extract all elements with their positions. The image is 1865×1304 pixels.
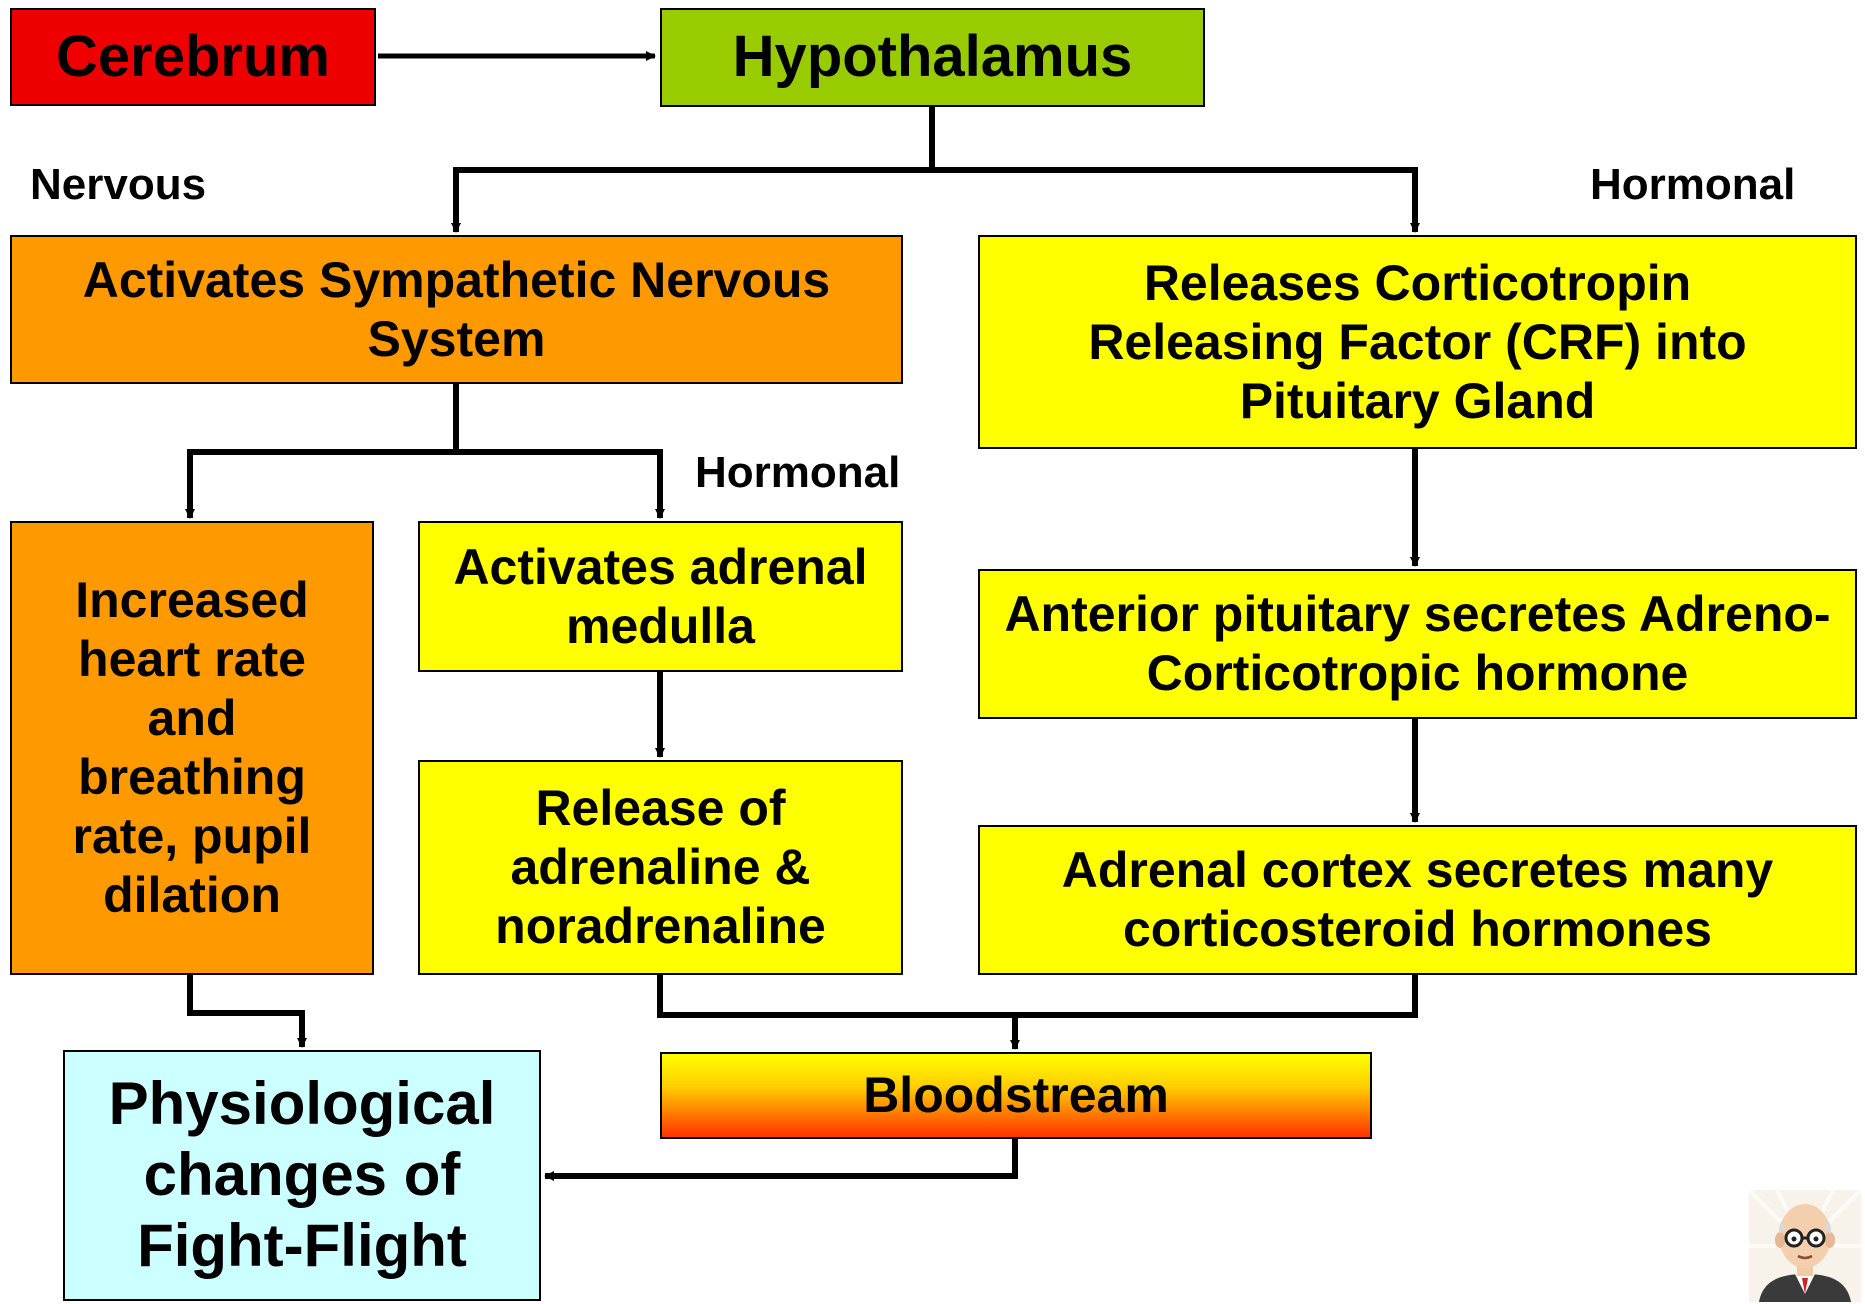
bloodstream-box: Bloodstream [660, 1052, 1372, 1139]
heart-rate-label: Increased heart rate and breathing rate,… [32, 571, 352, 925]
hormonal-label-middle: Hormonal [695, 448, 900, 498]
fight-flight-label: Physiological changes of Fight-Flight [75, 1069, 529, 1281]
nervous-label: Nervous [30, 160, 206, 210]
arrow-bloodstream-to-fight-flight [545, 1139, 1015, 1176]
adrenal-medulla-label: Activates adrenal medulla [436, 538, 885, 656]
arrow-to-adrenal-medulla [456, 452, 660, 518]
crf-box: Releases Corticotropin Releasing Factor … [978, 235, 1857, 449]
acth-label: Anterior pituitary secretes Adreno-Corti… [1000, 585, 1835, 703]
bloodstream-label: Bloodstream [863, 1066, 1169, 1125]
adrenaline-label: Release of adrenaline & noradrenaline [436, 779, 885, 956]
adrenaline-box: Release of adrenaline & noradrenaline [418, 760, 903, 975]
heart-rate-box: Increased heart rate and breathing rate,… [10, 521, 374, 975]
fight-flight-box: Physiological changes of Fight-Flight [63, 1050, 541, 1301]
cerebrum-label: Cerebrum [56, 23, 330, 91]
arrow-to-heart-rate [190, 452, 456, 518]
hormonal-label-right: Hormonal [1590, 160, 1795, 210]
hypothalamus-label: Hypothalamus [733, 23, 1133, 91]
crf-label: Releases Corticotropin Releasing Factor … [1020, 254, 1815, 431]
hypothalamus-box: Hypothalamus [660, 8, 1205, 107]
sympathetic-box: Activates Sympathetic Nervous System [10, 235, 903, 384]
arrow-heart-rate-to-fight-flight [190, 975, 302, 1047]
cerebrum-box: Cerebrum [10, 8, 376, 106]
adrenal-medulla-box: Activates adrenal medulla [418, 521, 903, 672]
line-cortex-to-junction [1015, 975, 1415, 1015]
acth-box: Anterior pituitary secretes Adreno-Corti… [978, 569, 1857, 719]
sympathetic-label: Activates Sympathetic Nervous System [42, 251, 871, 369]
arrow-to-sympathetic [456, 170, 932, 232]
cartoon-man-with-glasses-icon [1749, 1190, 1861, 1302]
arrow-to-crf [932, 170, 1415, 232]
adrenal-cortex-label: Adrenal cortex secretes many corticoster… [1010, 841, 1825, 959]
adrenal-cortex-box: Adrenal cortex secretes many corticoster… [978, 825, 1857, 975]
line-adrenaline-to-junction [660, 975, 1015, 1015]
